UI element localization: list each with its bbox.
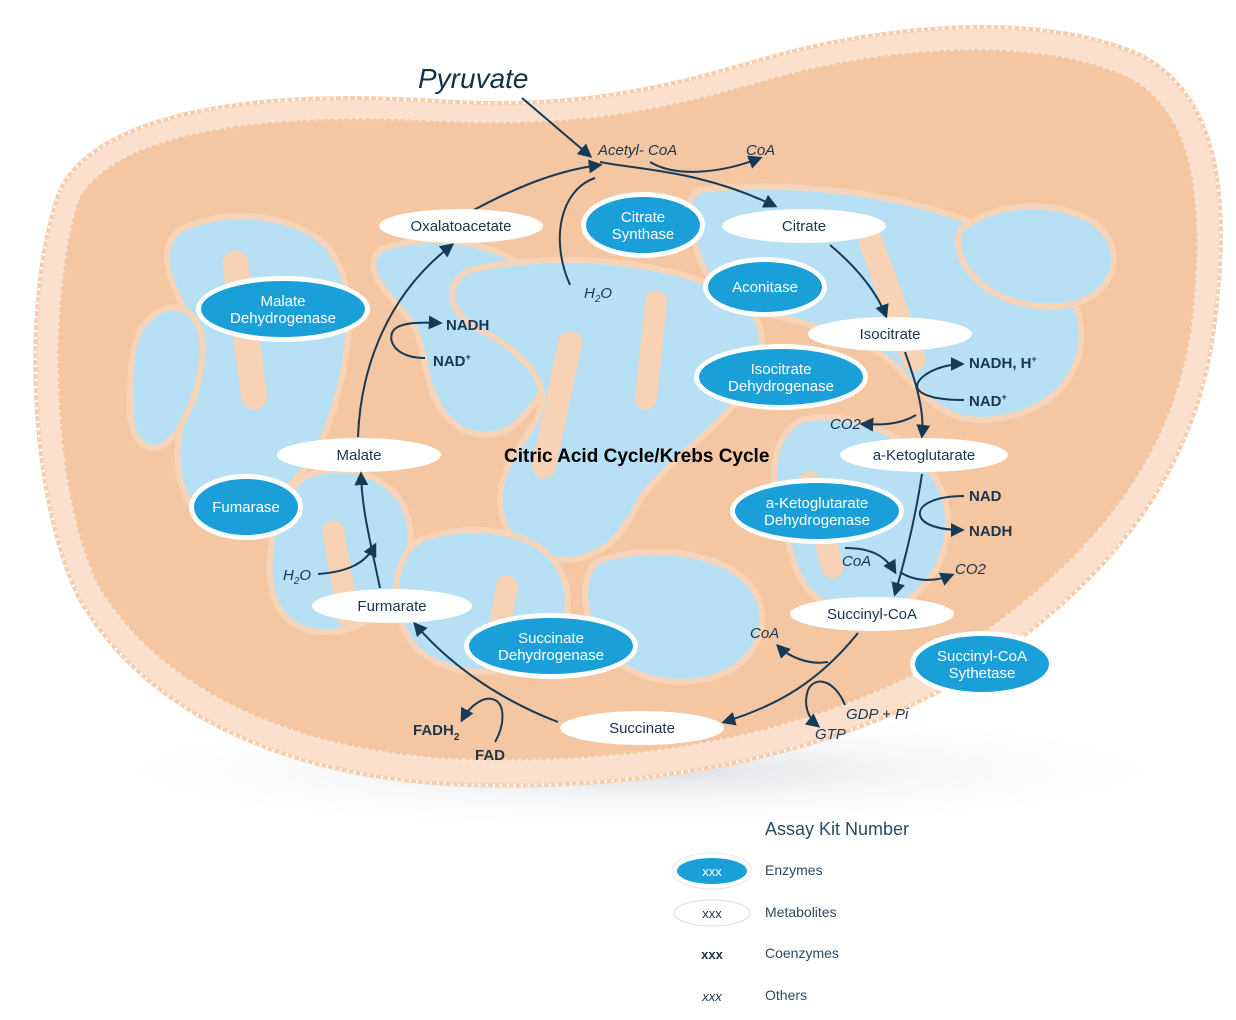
enzyme-aconitase: Aconitase — [703, 257, 827, 317]
nad-label-2: NAD — [969, 488, 1002, 505]
legend-others-label: Others — [765, 987, 807, 1003]
svg-text:Dehydrogenase: Dehydrogenase — [764, 512, 870, 529]
svg-text:Synthase: Synthase — [612, 226, 675, 243]
gdp-to-gtp-arrow — [804, 680, 846, 728]
co2-label-2: CO2 — [955, 561, 987, 578]
malate-to-oxaloacetate-arrow — [357, 243, 455, 438]
svg-text:Malate: Malate — [260, 293, 305, 310]
legend-coenzyme-swatch: xxx — [701, 947, 723, 962]
svg-text:a-Ketoglutarate: a-Ketoglutarate — [766, 495, 869, 512]
co2-release-arrow-1 — [859, 414, 917, 432]
ketoglutarate-to-succinyl-arrow — [891, 473, 923, 597]
nad-plus-label-3: NAD+ — [433, 352, 471, 370]
svg-text:Aconitase: Aconitase — [732, 279, 798, 296]
legend-metabolites-label: Metabolites — [765, 904, 837, 920]
acetyl-coa-label: Acetyl- CoA — [597, 142, 677, 159]
h2o-in-arrow-left — [317, 542, 377, 575]
acetyl-to-citrate-arrow — [599, 161, 778, 208]
nad-to-nadh-arrow-1 — [916, 357, 965, 401]
legend: Assay Kit Number xxx Enzymes xxx Metabol… — [671, 819, 909, 1004]
fad-to-fadh2-arrow — [460, 697, 504, 743]
svg-text:Sythetase: Sythetase — [949, 665, 1016, 682]
enzyme-ketoglutarate-dehydrogenase: a-Ketoglutarate Dehydrogenase — [730, 478, 904, 544]
svg-text:xxx: xxx — [702, 864, 722, 879]
metabolite-succinyl-coa: Succinyl-CoA — [790, 597, 954, 631]
svg-text:Malate: Malate — [336, 447, 381, 464]
svg-text:Citrate: Citrate — [621, 209, 665, 226]
svg-text:Citrate: Citrate — [782, 218, 826, 235]
h2o-in-line — [558, 177, 596, 286]
isocitrate-to-ketoglutarate-arrow — [904, 351, 931, 439]
nad-to-nadh-arrow-2 — [918, 495, 965, 537]
svg-text:Succinate: Succinate — [609, 720, 675, 737]
enzyme-fumarase: Fumarase — [189, 474, 303, 540]
metabolite-malate: Malate — [277, 438, 441, 472]
pyruvate-label: Pyruvate — [418, 63, 529, 94]
coa-low-label: CoA — [750, 625, 779, 642]
svg-text:Isocitrate: Isocitrate — [860, 326, 921, 343]
co2-label-1: CO2 — [830, 416, 862, 433]
citrate-to-isocitrate-arrow — [829, 244, 889, 319]
nad-plus-label-1: NAD+ — [969, 392, 1007, 410]
pyruvate-arrow — [521, 97, 593, 158]
legend-other-swatch: xxx — [701, 989, 722, 1004]
center-title: Citric Acid Cycle/Krebs Cycle — [504, 446, 769, 467]
enzyme-succinyl-coa-synthetase: Succinyl-CoA Sythetase — [910, 631, 1054, 697]
svg-text:Dehydrogenase: Dehydrogenase — [230, 310, 336, 327]
enzyme-succinate-dehydrogenase: Succinate Dehydrogenase — [464, 613, 638, 679]
coa-top-label: CoA — [746, 142, 775, 159]
coa-release-arrow-low — [776, 644, 829, 664]
oxaloacetate-to-top-arrow — [469, 159, 603, 213]
co2-release-arrow-2 — [899, 571, 955, 586]
succinyl-to-succinate-arrow — [721, 632, 859, 726]
metabolite-succinate: Succinate — [560, 711, 724, 745]
h2o-left-label: H2O — [283, 567, 311, 587]
svg-text:Dehydrogenase: Dehydrogenase — [728, 378, 834, 395]
svg-text:Oxalatoacetate: Oxalatoacetate — [411, 218, 512, 235]
nadh-label-3: NADH — [446, 317, 489, 334]
svg-text:Dehydrogenase: Dehydrogenase — [498, 647, 604, 664]
furmarate-to-malate-arrow — [354, 471, 381, 589]
svg-text:xxx: xxx — [702, 906, 722, 921]
enzyme-citrate-synthase: Citrate Synthase — [581, 192, 705, 258]
svg-text:Succinate: Succinate — [518, 630, 584, 647]
metabolite-isocitrate: Isocitrate — [808, 317, 972, 351]
fadh2-label: FADH2 — [413, 722, 460, 743]
coa-in-arrow — [844, 547, 897, 575]
h2o-top-label: H2O — [584, 285, 612, 305]
enzyme-isocitrate-dehydrogenase: Isocitrate Dehydrogenase — [694, 344, 868, 410]
nadh-label-2: NADH — [969, 523, 1012, 540]
nadh-h-label: NADH, H+ — [969, 354, 1037, 372]
gtp-label: GTP — [815, 726, 846, 743]
succinate-to-furmarate-arrow — [413, 621, 559, 723]
svg-text:Furmarate: Furmarate — [357, 598, 426, 615]
enzyme-malate-dehydrogenase: Malate Dehydrogenase — [196, 276, 370, 342]
coa-mid-label: CoA — [842, 553, 871, 570]
metabolite-ketoglutarate: a-Ketoglutarate — [840, 438, 1008, 472]
svg-text:Isocitrate: Isocitrate — [751, 361, 812, 378]
fad-label: FAD — [475, 747, 505, 764]
coa-release-arrow — [649, 155, 763, 173]
metabolite-citrate: Citrate — [722, 209, 886, 243]
svg-text:Succinyl-CoA: Succinyl-CoA — [937, 648, 1027, 665]
nad-to-nadh-arrow-3 — [390, 315, 443, 359]
svg-text:Succinyl-CoA: Succinyl-CoA — [827, 606, 917, 623]
metabolite-furmarate: Furmarate — [312, 589, 472, 623]
svg-text:Fumarase: Fumarase — [212, 499, 280, 516]
legend-enzymes-label: Enzymes — [765, 862, 823, 878]
gdp-pi-label: GDP + Pi — [846, 706, 909, 723]
legend-title: Assay Kit Number — [765, 819, 909, 839]
legend-enzyme-swatch: xxx — [671, 852, 753, 890]
metabolite-oxalatoacetate: Oxalatoacetate — [379, 209, 543, 243]
legend-metabolite-swatch: xxx — [673, 899, 751, 927]
legend-coenzymes-label: Coenzymes — [765, 945, 839, 961]
svg-text:a-Ketoglutarate: a-Ketoglutarate — [873, 447, 976, 464]
